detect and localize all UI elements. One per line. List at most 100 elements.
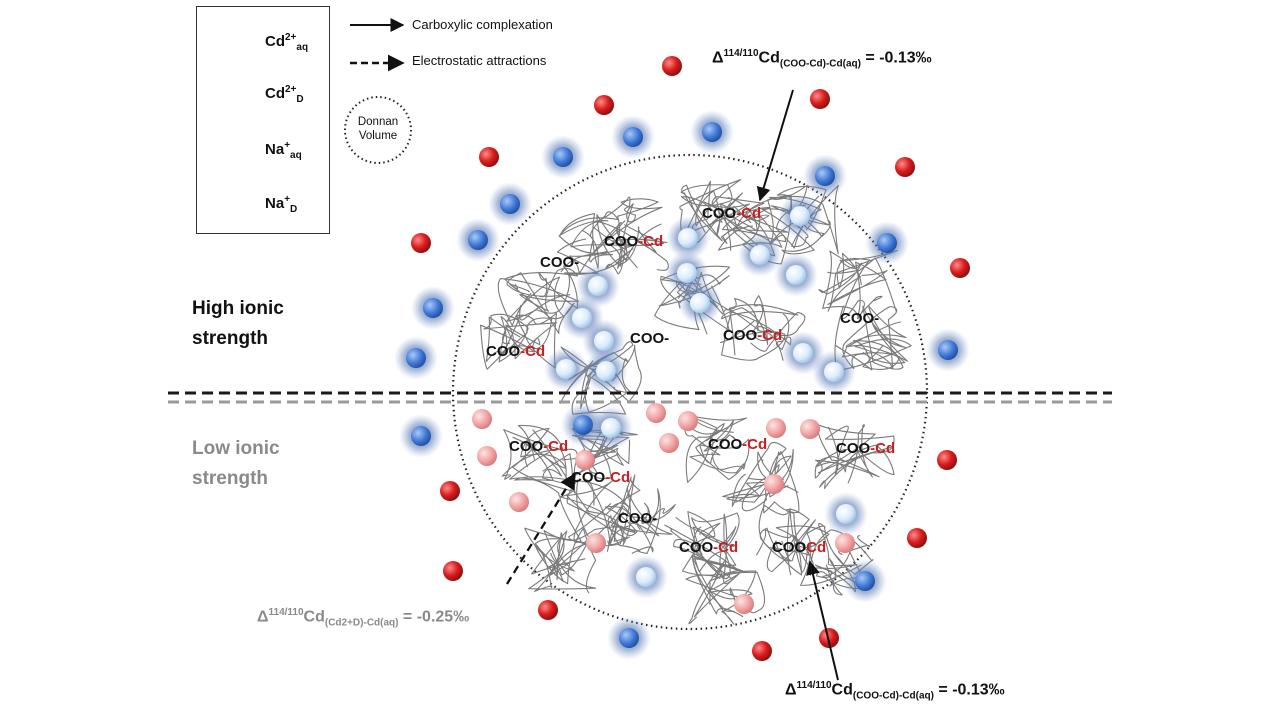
na-aq-ion <box>611 115 655 159</box>
left-fractionation-formula: Δ114/110Cd(Cd2+D)-Cd(aq) = -0.25‰ <box>257 607 470 629</box>
cd-d-ion <box>509 492 529 512</box>
polymer-chain <box>758 504 815 574</box>
polymer-chain <box>759 508 816 576</box>
na-d-ion <box>678 281 722 325</box>
na-aq-ion <box>843 559 887 603</box>
coo-group: COO- <box>630 330 670 347</box>
bottom-complexation-arrow <box>806 560 839 681</box>
legend-box <box>196 6 330 234</box>
polymer-chain <box>768 184 827 249</box>
cd-aq-ion <box>411 233 431 253</box>
na-aq-ion <box>541 135 585 179</box>
na-d-ion <box>812 350 856 394</box>
cd-d-ion <box>472 409 492 429</box>
high-ionic-strength-label: High ionic strength <box>192 298 284 349</box>
donnan-volume-legend-icon <box>344 96 412 164</box>
electrostatic-attractions-label: Electrostatic attractions <box>412 53 547 68</box>
polymer-chain <box>506 265 578 322</box>
cd-d-ion <box>800 419 820 439</box>
polymer-chain <box>594 198 663 269</box>
na-aq-ion <box>926 328 970 372</box>
polymer-chain <box>822 250 888 317</box>
polymer-chain <box>596 196 669 271</box>
cd-aq-ion <box>594 95 614 115</box>
polymer-chain <box>509 427 574 498</box>
polymer-chain <box>687 511 737 580</box>
polymer-chain <box>689 415 750 481</box>
polymer-chain <box>834 305 912 372</box>
cd-aq-ion <box>662 56 682 76</box>
coo-cd-group: COO-Cd <box>486 343 546 360</box>
cd-d-ion <box>586 533 606 553</box>
na-d-ion <box>666 216 710 260</box>
na-d-ion <box>584 349 628 393</box>
cd-d-ion <box>575 450 595 470</box>
coo-cd-group: COO-Cd <box>571 469 631 486</box>
cd-aq-ion <box>907 528 927 548</box>
cd-aq-ion <box>538 600 558 620</box>
top-fractionation-formula: Δ114/110Cd(COO-Cd)-Cd(aq) = -0.13‰ <box>712 48 932 70</box>
cd-aq-ion <box>950 258 970 278</box>
polymer-chain <box>815 424 895 484</box>
polymer-chain <box>722 448 800 514</box>
polymer-chain <box>664 522 740 579</box>
ions-layer <box>210 28 970 661</box>
polymer-chain <box>692 555 757 625</box>
coo-cd-group: COO-Cd <box>723 327 783 344</box>
polymer-chain <box>483 313 557 363</box>
legend-cd-d-label: Cd2+D <box>265 84 304 105</box>
polymer-chain <box>680 184 733 242</box>
polymer-chain <box>841 305 909 370</box>
top-complexation-arrow <box>756 89 794 202</box>
polymer-chain <box>719 203 789 251</box>
coo-group: COO- <box>618 510 658 527</box>
donnan-volume-label: Donnan Volume <box>357 116 399 142</box>
na-aq-ion <box>488 182 532 226</box>
coo-cd-group: COO-Cd <box>836 440 896 457</box>
na-aq-ion <box>394 336 438 380</box>
cd-aq-ion <box>443 561 463 581</box>
cd-d-ion <box>764 474 784 494</box>
na-d-ion <box>544 347 588 391</box>
polymer-chain <box>819 425 895 490</box>
cd-aq-ion <box>937 450 957 470</box>
na-d-ion <box>778 194 822 238</box>
polymer-chain <box>497 267 579 327</box>
coo-cd-group: COOCd <box>772 539 827 556</box>
na-d-ion <box>624 555 668 599</box>
cd-d-ion <box>678 411 698 431</box>
coo-group: COO- <box>840 310 880 327</box>
polymer-chain <box>531 530 589 592</box>
na-d-ion <box>824 492 868 536</box>
legend-na-d-label: Na+D <box>265 194 298 215</box>
coo-cd-group: COO-Cd <box>708 436 768 453</box>
polymer-chain <box>607 488 661 555</box>
polymer-chain <box>728 298 806 361</box>
na-aq-ion <box>399 414 443 458</box>
cd-aq-ion <box>810 89 830 109</box>
polymer-chain <box>818 249 898 313</box>
polymer-chain <box>673 512 740 585</box>
polymer-chain <box>720 311 792 361</box>
polymer-chain <box>559 478 627 545</box>
na-d-ion <box>738 233 782 277</box>
na-aq-ion <box>865 221 909 265</box>
polymer-chain <box>711 196 787 257</box>
carboxylic-complexation-label: Carboxylic complexation <box>412 17 553 32</box>
ionic-strength-divider <box>168 391 1112 404</box>
polymer-chain <box>524 527 597 590</box>
cd-aq-ion <box>479 147 499 167</box>
legend-na-aq-label: Na+aq <box>265 140 302 161</box>
polymer-chain <box>606 504 676 554</box>
na-d-ion <box>589 406 633 450</box>
bottom-fractionation-formula: Δ114/110Cd(COO-Cd)-Cd(aq) = -0.13‰ <box>785 680 1005 702</box>
polymer-chain <box>558 219 633 275</box>
coo-cd-group: COO-Cd <box>604 233 664 250</box>
cd-aq-ion <box>440 481 460 501</box>
polymer-chain <box>822 535 871 590</box>
polymer-chain <box>756 525 830 576</box>
polymer-chain <box>684 422 746 474</box>
cd-d-ion <box>477 446 497 466</box>
na-d-ion <box>774 253 818 297</box>
